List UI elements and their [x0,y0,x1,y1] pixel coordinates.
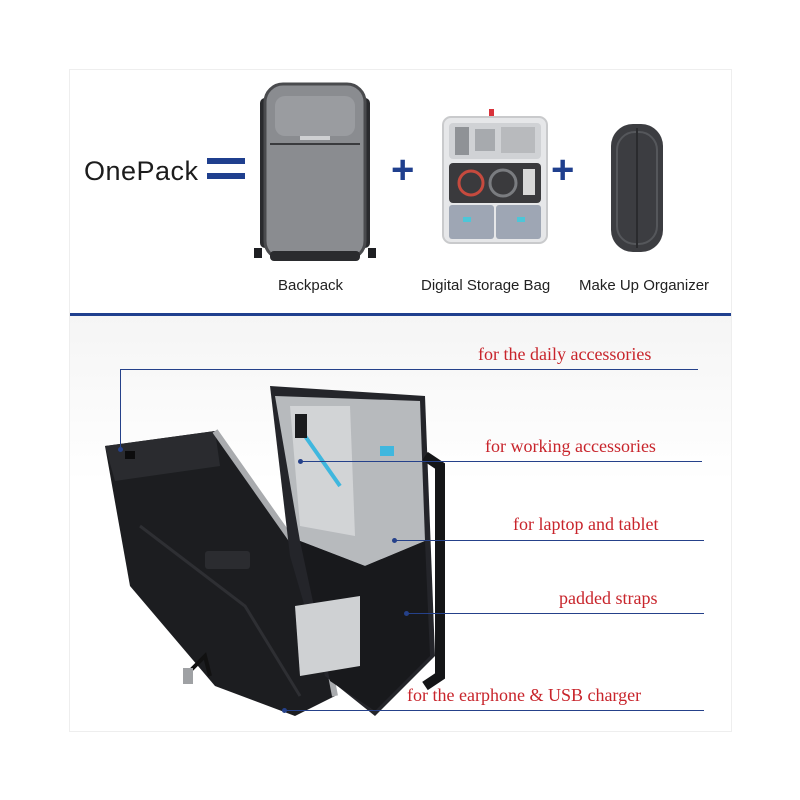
equals-icon [207,158,245,188]
leader-dot [392,538,397,543]
storage-bag-illustration [442,109,548,244]
callout-working-accessories: for working accessories [485,436,656,456]
caption-backpack: Backpack [278,277,344,294]
leader-line [120,369,698,370]
plus-icon: + [551,148,575,192]
callout-daily-accessories: for the daily accessories [478,344,652,364]
bundle-panel: OnePack + [70,70,731,313]
leader-line [120,369,121,449]
caption-storage-bag: Digital Storage Bag [421,277,551,294]
callout-laptop-tablet: for laptop and tablet [513,514,659,534]
leader-line [394,540,704,541]
brand-title: OnePack [84,156,199,186]
callout-earphone-usb: for the earphone & USB charger [407,685,642,705]
leader-line [406,613,704,614]
leader-dot [282,708,287,713]
callout-padded-straps: padded straps [559,588,658,608]
caption-makeup-organizer: Make Up Organizer [579,277,710,294]
makeup-organizer-illustration [611,124,663,252]
leader-dot [298,459,303,464]
plus-icon: + [391,148,415,192]
section-divider [70,313,731,316]
leader-dot [404,611,409,616]
leader-dot [118,447,123,452]
backpack-illustration [254,82,376,261]
leader-line [300,461,702,462]
product-image: OnePack + [69,69,732,732]
interior-panel: for the daily accessories for working ac… [70,316,731,731]
open-backpack-illustration [105,386,445,716]
leader-line [284,710,704,711]
